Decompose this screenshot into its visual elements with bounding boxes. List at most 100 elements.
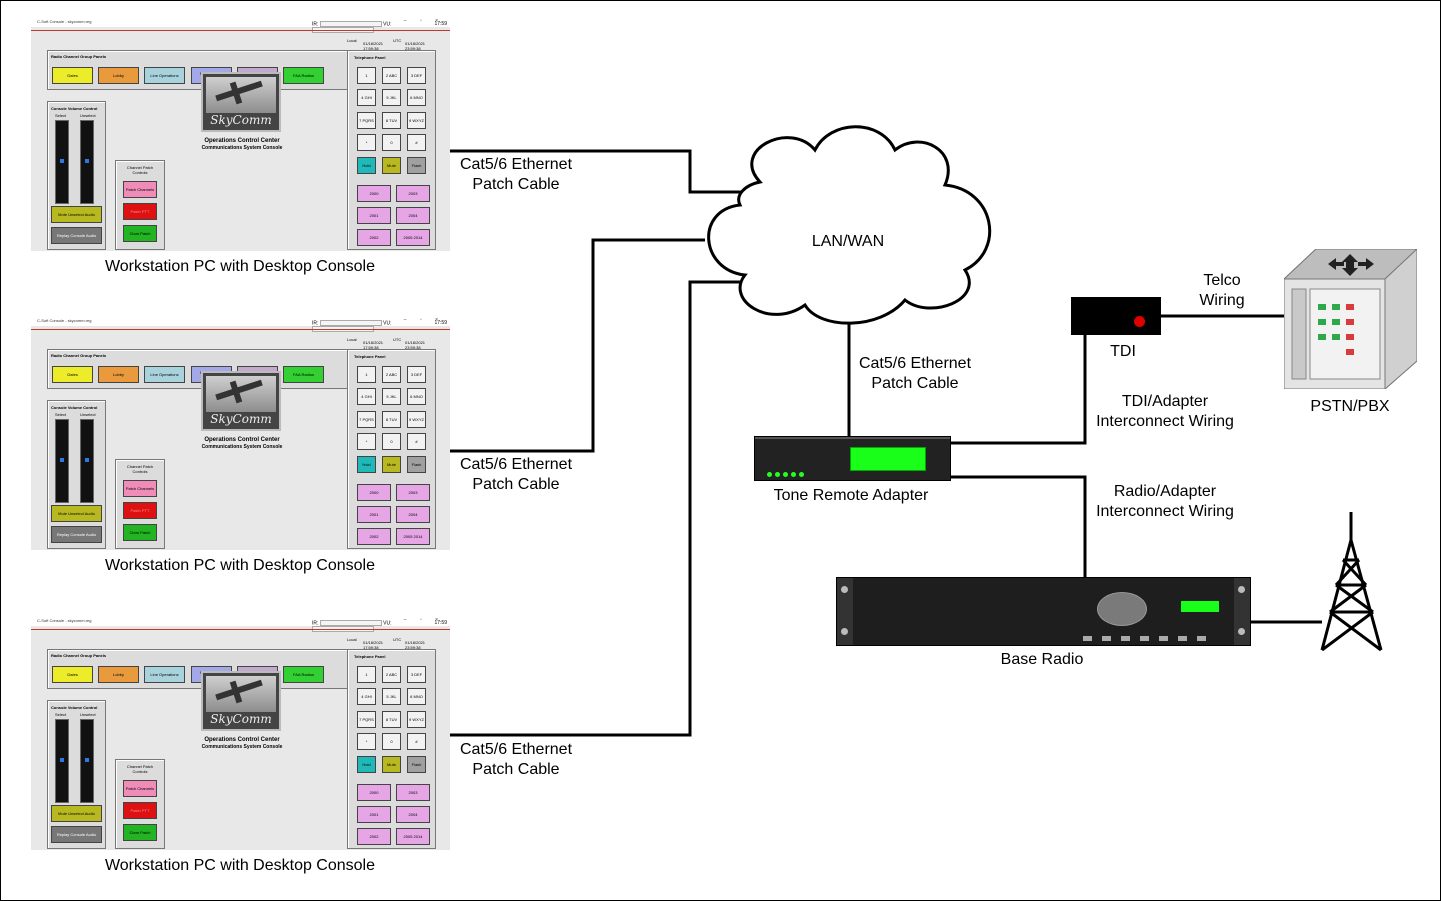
radio-group-lobby-button[interactable]: Lobby — [98, 67, 139, 84]
mute-unselect-audio-button[interactable]: Mute Unselect Audio — [51, 505, 102, 522]
line-2001-button[interactable]: 2001 — [357, 806, 391, 823]
replay-console-audio-button[interactable]: Replay Console Audio — [51, 526, 102, 543]
radio-group-gates-button[interactable]: Gates — [52, 366, 93, 383]
replay-console-audio-button[interactable]: Replay Console Audio — [51, 826, 102, 843]
dial-key-9[interactable]: 9 WXYZ — [407, 711, 426, 728]
dial-key-6[interactable]: 6 MNO — [407, 388, 426, 405]
dial-key-8[interactable]: 8 TUV — [382, 112, 401, 129]
line-2003-button[interactable]: 2003 — [396, 784, 430, 801]
hold-button[interactable]: Hold — [357, 456, 376, 473]
dial-key-9[interactable]: 9 WXYZ — [407, 411, 426, 428]
window-controls-icon[interactable]: – ▫ × — [403, 317, 444, 323]
patch-ptt-button[interactable]: Patch PTT — [123, 502, 157, 519]
unselect-volume-slider[interactable] — [80, 419, 94, 503]
dial-key-3[interactable]: 3 DEF — [407, 366, 426, 383]
dial-key-2[interactable]: 2 ABC — [382, 366, 401, 383]
hold-button[interactable]: Hold — [357, 756, 376, 773]
line-2001-button[interactable]: 2001 — [357, 207, 391, 224]
window-controls-icon[interactable]: – ▫ × — [403, 18, 444, 24]
line-2000-button[interactable]: 2000 — [357, 185, 391, 202]
select-volume-knob[interactable] — [60, 758, 64, 762]
flash-button[interactable]: Flash — [407, 157, 426, 174]
line-2002-button[interactable]: 2002 — [357, 229, 391, 246]
line-2005-button[interactable]: 2005 2014 — [396, 229, 430, 246]
line-2005-button[interactable]: 2005 2014 — [396, 828, 430, 845]
line-2001-button[interactable]: 2001 — [357, 506, 391, 523]
patch-channels-button[interactable]: Patch Channels — [123, 780, 157, 797]
mute-unselect-audio-button[interactable]: Mute Unselect Audio — [51, 206, 102, 223]
dial-key-star[interactable]: * — [357, 433, 376, 450]
dial-key-4[interactable]: 4 GHI — [357, 89, 376, 106]
dial-key-7[interactable]: 7 PQRS — [357, 711, 376, 728]
radio-group-faa-radios-button[interactable]: FAA Radios — [283, 366, 324, 383]
mute-unselect-audio-button[interactable]: Mute Unselect Audio — [51, 805, 102, 822]
line-2005-button[interactable]: 2005 2014 — [396, 528, 430, 545]
radio-group-faa-radios-button[interactable]: FAA Radios — [283, 666, 324, 683]
line-2004-button[interactable]: 2004 — [396, 207, 430, 224]
unselect-volume-knob[interactable] — [85, 458, 89, 462]
dial-key-8[interactable]: 8 TUV — [382, 711, 401, 728]
dial-key-2[interactable]: 2 ABC — [382, 67, 401, 84]
unselect-volume-slider[interactable] — [80, 719, 94, 803]
radio-group-line-operations-button[interactable]: Line Operations — [144, 666, 185, 683]
window-controls-icon[interactable]: – ▫ × — [403, 617, 444, 623]
mute-button[interactable]: Mute — [382, 157, 401, 174]
clear-patch-button[interactable]: Clear Patch — [123, 824, 157, 841]
radio-group-faa-radios-button[interactable]: FAA Radios — [283, 67, 324, 84]
unselect-volume-knob[interactable] — [85, 159, 89, 163]
dial-key-star[interactable]: * — [357, 134, 376, 151]
line-2002-button[interactable]: 2002 — [357, 528, 391, 545]
line-2003-button[interactable]: 2003 — [396, 185, 430, 202]
mute-button[interactable]: Mute — [382, 756, 401, 773]
dial-key-4[interactable]: 4 GHI — [357, 688, 376, 705]
dial-key-6[interactable]: 6 MNO — [407, 688, 426, 705]
mute-button[interactable]: Mute — [382, 456, 401, 473]
patch-channels-button[interactable]: Patch Channels — [123, 181, 157, 198]
dial-key-7[interactable]: 7 PQRS — [357, 112, 376, 129]
line-2000-button[interactable]: 2000 — [357, 784, 391, 801]
patch-ptt-button[interactable]: Patch PTT — [123, 203, 157, 220]
dial-key-5[interactable]: 5 JKL — [382, 688, 401, 705]
dial-key-0[interactable]: 0 — [382, 433, 401, 450]
dial-key-9[interactable]: 9 WXYZ — [407, 112, 426, 129]
flash-button[interactable]: Flash — [407, 756, 426, 773]
radio-group-line-operations-button[interactable]: Line Operations — [144, 366, 185, 383]
dial-key-7[interactable]: 7 PQRS — [357, 411, 376, 428]
dial-key-3[interactable]: 3 DEF — [407, 666, 426, 683]
select-volume-knob[interactable] — [60, 159, 64, 163]
dial-key-5[interactable]: 5 JKL — [382, 388, 401, 405]
dial-key-1[interactable]: 1 — [357, 67, 376, 84]
dial-key-5[interactable]: 5 JKL — [382, 89, 401, 106]
clear-patch-button[interactable]: Clear Patch — [123, 524, 157, 541]
line-2000-button[interactable]: 2000 — [357, 484, 391, 501]
dial-key-6[interactable]: 6 MNO — [407, 89, 426, 106]
radio-group-lobby-button[interactable]: Lobby — [98, 366, 139, 383]
dial-key-4[interactable]: 4 GHI — [357, 388, 376, 405]
dial-key-3[interactable]: 3 DEF — [407, 67, 426, 84]
dial-key-0[interactable]: 0 — [382, 733, 401, 750]
line-2003-button[interactable]: 2003 — [396, 484, 430, 501]
patch-ptt-button[interactable]: Patch PTT — [123, 802, 157, 819]
dial-key-hash[interactable]: # — [407, 733, 426, 750]
radio-group-gates-button[interactable]: Gates — [52, 666, 93, 683]
radio-group-lobby-button[interactable]: Lobby — [98, 666, 139, 683]
unselect-volume-knob[interactable] — [85, 758, 89, 762]
replay-console-audio-button[interactable]: Replay Console Audio — [51, 227, 102, 244]
dial-key-2[interactable]: 2 ABC — [382, 666, 401, 683]
dial-key-hash[interactable]: # — [407, 433, 426, 450]
unselect-volume-slider[interactable] — [80, 120, 94, 204]
hold-button[interactable]: Hold — [357, 157, 376, 174]
line-2004-button[interactable]: 2004 — [396, 806, 430, 823]
patch-channels-button[interactable]: Patch Channels — [123, 480, 157, 497]
line-2004-button[interactable]: 2004 — [396, 506, 430, 523]
line-2002-button[interactable]: 2002 — [357, 828, 391, 845]
radio-group-line-operations-button[interactable]: Line Operations — [144, 67, 185, 84]
clear-patch-button[interactable]: Clear Patch — [123, 225, 157, 242]
select-volume-slider[interactable] — [55, 120, 69, 204]
dial-key-hash[interactable]: # — [407, 134, 426, 151]
dial-key-0[interactable]: 0 — [382, 134, 401, 151]
dial-key-star[interactable]: * — [357, 733, 376, 750]
select-volume-slider[interactable] — [55, 719, 69, 803]
select-volume-knob[interactable] — [60, 458, 64, 462]
radio-group-gates-button[interactable]: Gates — [52, 67, 93, 84]
